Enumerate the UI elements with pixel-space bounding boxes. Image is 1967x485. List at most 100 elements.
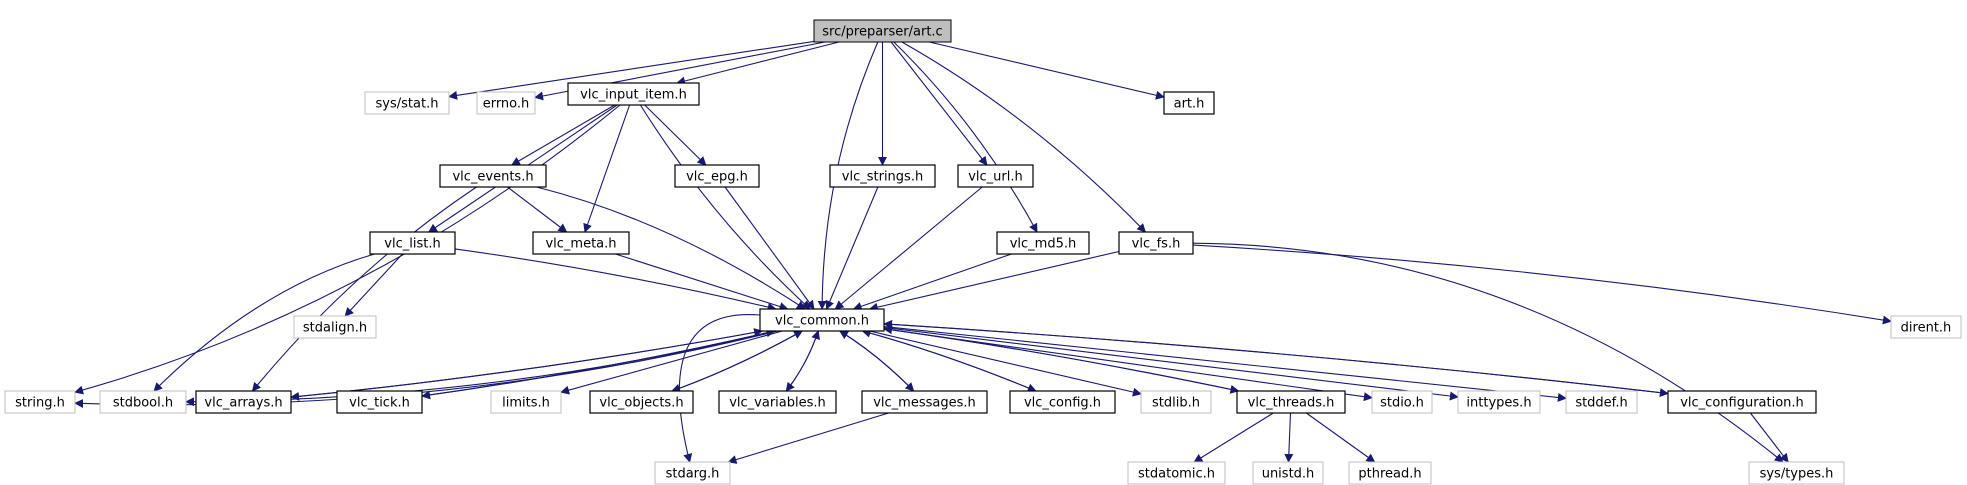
node-label: inttypes.h — [1466, 396, 1531, 411]
node-vlc-messages-h[interactable]: vlc_messages.h — [861, 390, 988, 414]
node-vlc-epg-h[interactable]: vlc_epg.h — [674, 164, 760, 188]
node-label: vlc_fs.h — [1132, 237, 1181, 252]
edge-vlc-common-h-to-vlc-variables-h — [785, 330, 819, 392]
node-box — [336, 390, 423, 414]
edge-vlc-input-item-h-to-vlc-events-h — [511, 104, 615, 166]
node-box — [1348, 461, 1432, 485]
node-label: vlc_url.h — [968, 170, 1023, 185]
edge-vlc-events-h-to-vlc-arrays-h — [251, 186, 477, 392]
node-box — [1748, 461, 1845, 485]
node-box — [490, 390, 562, 414]
node-label: vlc_configuration.h — [1680, 396, 1804, 411]
node-vlc-common-h[interactable]: vlc_common.h — [759, 308, 885, 332]
node-label: vlc_meta.h — [545, 237, 616, 252]
node-box — [1252, 461, 1324, 485]
edge-vlc-messages-h-to-vlc-common-h — [839, 330, 915, 392]
node-label: dirent.h — [1901, 321, 1952, 336]
node-box — [589, 390, 694, 414]
node-label: vlc_strings.h — [842, 170, 923, 185]
node-vlc-strings-h[interactable]: vlc_strings.h — [829, 164, 936, 188]
edge-vlc-threads-h-to-vlc-common-h — [883, 325, 1239, 392]
edge-vlc-tick-h-to-vlc-common-h — [421, 328, 776, 397]
node-label: vlc_objects.h — [599, 396, 683, 411]
node-label: stdalign.h — [303, 321, 367, 336]
node-vlc-url-h[interactable]: vlc_url.h — [957, 164, 1034, 188]
edge-vlc-common-h-to-vlc-configuration-h — [883, 323, 1669, 398]
node-vlc-meta-h[interactable]: vlc_meta.h — [532, 231, 630, 255]
node-box — [567, 82, 700, 106]
node-label: vlc_md5.h — [1010, 237, 1077, 252]
node-box — [861, 390, 988, 414]
node-vlc-objects-h[interactable]: vlc_objects.h — [589, 390, 694, 414]
edge-vlc-fs-h-to-dirent-h — [1192, 244, 1892, 325]
node-label: vlc_list.h — [384, 237, 440, 252]
node-stddef-h: stddef.h — [1565, 390, 1638, 414]
node-vlc-events-h[interactable]: vlc_events.h — [439, 164, 547, 188]
node-vlc-md5-h[interactable]: vlc_md5.h — [996, 231, 1090, 255]
edge-vlc-configuration-h-to-vlc-common-h — [883, 319, 1669, 395]
node-box — [1163, 91, 1215, 115]
node-label: errno.h — [483, 97, 530, 112]
node-vlc-arrays-h[interactable]: vlc_arrays.h — [195, 390, 292, 414]
edge-vlc-common-h-to-limits-h — [560, 330, 783, 395]
node-vlc-variables-h[interactable]: vlc_variables.h — [718, 390, 837, 414]
edge-vlc-common-h-to-vlc-messages-h — [839, 330, 915, 392]
node-label: vlc_threads.h — [1248, 396, 1335, 411]
node-box — [293, 315, 377, 339]
node-box — [654, 461, 731, 485]
node-box — [759, 308, 885, 332]
node-label: stdarg.h — [666, 467, 720, 482]
node-vlc-config-h[interactable]: vlc_config.h — [1009, 390, 1116, 414]
node-stdarg-h: stdarg.h — [654, 461, 731, 485]
edge-vlc-input-item-h-to-vlc-common-h — [639, 104, 811, 310]
node-label: stddef.h — [1575, 396, 1627, 411]
node-label: stdlib.h — [1152, 396, 1200, 411]
node-stdlib-h: stdlib.h — [1140, 390, 1212, 414]
node-box — [1236, 390, 1346, 414]
node-label: stdatomic.h — [1138, 467, 1215, 482]
node-inttypes-h: inttypes.h — [1457, 390, 1541, 414]
node-label: vlc_events.h — [452, 170, 533, 185]
node-label: src/preparser/art.c — [822, 25, 942, 40]
node-dirent-h: dirent.h — [1890, 315, 1962, 339]
edge-vlc-input-item-h-to-vlc-meta-h — [583, 104, 631, 233]
node-box — [195, 390, 292, 414]
node-art-h[interactable]: art.h — [1163, 91, 1215, 115]
node-vlc-tick-h[interactable]: vlc_tick.h — [336, 390, 423, 414]
node-box — [1118, 231, 1194, 255]
edge-vlc-list-h-to-vlc-common-h — [454, 248, 777, 312]
node-box — [813, 19, 952, 43]
edge-vlc-url-h-to-vlc-common-h — [834, 186, 983, 310]
node-vlc-list-h[interactable]: vlc_list.h — [369, 231, 456, 255]
edge-vlc-epg-h-to-vlc-common-h — [724, 186, 815, 310]
node-vlc-fs-h[interactable]: vlc_fs.h — [1118, 231, 1194, 255]
node-box — [4, 390, 76, 414]
edge-vlc-md5-h-to-vlc-common-h — [852, 253, 1012, 311]
node-box — [476, 91, 536, 115]
node-errno-h: errno.h — [476, 91, 536, 115]
node-vlc-input-item-h[interactable]: vlc_input_item.h — [567, 82, 700, 106]
node-art-c[interactable]: src/preparser/art.c — [813, 19, 952, 43]
node-box — [1565, 390, 1638, 414]
node-label: vlc_tick.h — [349, 396, 410, 411]
edge-vlc-threads-h-to-stdatomic-h — [1193, 412, 1274, 463]
node-string-h: string.h — [4, 390, 76, 414]
edge-vlc-list-h-to-stdalign-h — [344, 253, 403, 317]
edge-art-c-to-sys-stat-h — [448, 40, 815, 100]
node-label: stdio.h — [1380, 396, 1424, 411]
node-box — [364, 91, 450, 115]
node-pthread-h: pthread.h — [1348, 461, 1432, 485]
node-vlc-threads-h[interactable]: vlc_threads.h — [1236, 390, 1346, 414]
edge-vlc-fs-h-to-vlc-common-h — [868, 250, 1120, 312]
node-vlc-configuration-h[interactable]: vlc_configuration.h — [1667, 390, 1817, 414]
node-sys-stat-h: sys/stat.h — [364, 91, 450, 115]
node-box — [674, 164, 760, 188]
node-box — [532, 231, 630, 255]
edge-vlc-common-h-to-vlc-threads-h — [883, 328, 1240, 394]
node-label: stdbool.h — [113, 396, 173, 411]
node-box — [99, 390, 187, 414]
edge-art-c-to-vlc-input-item-h — [676, 41, 840, 86]
node-box — [718, 390, 837, 414]
node-label: vlc_epg.h — [686, 170, 748, 185]
